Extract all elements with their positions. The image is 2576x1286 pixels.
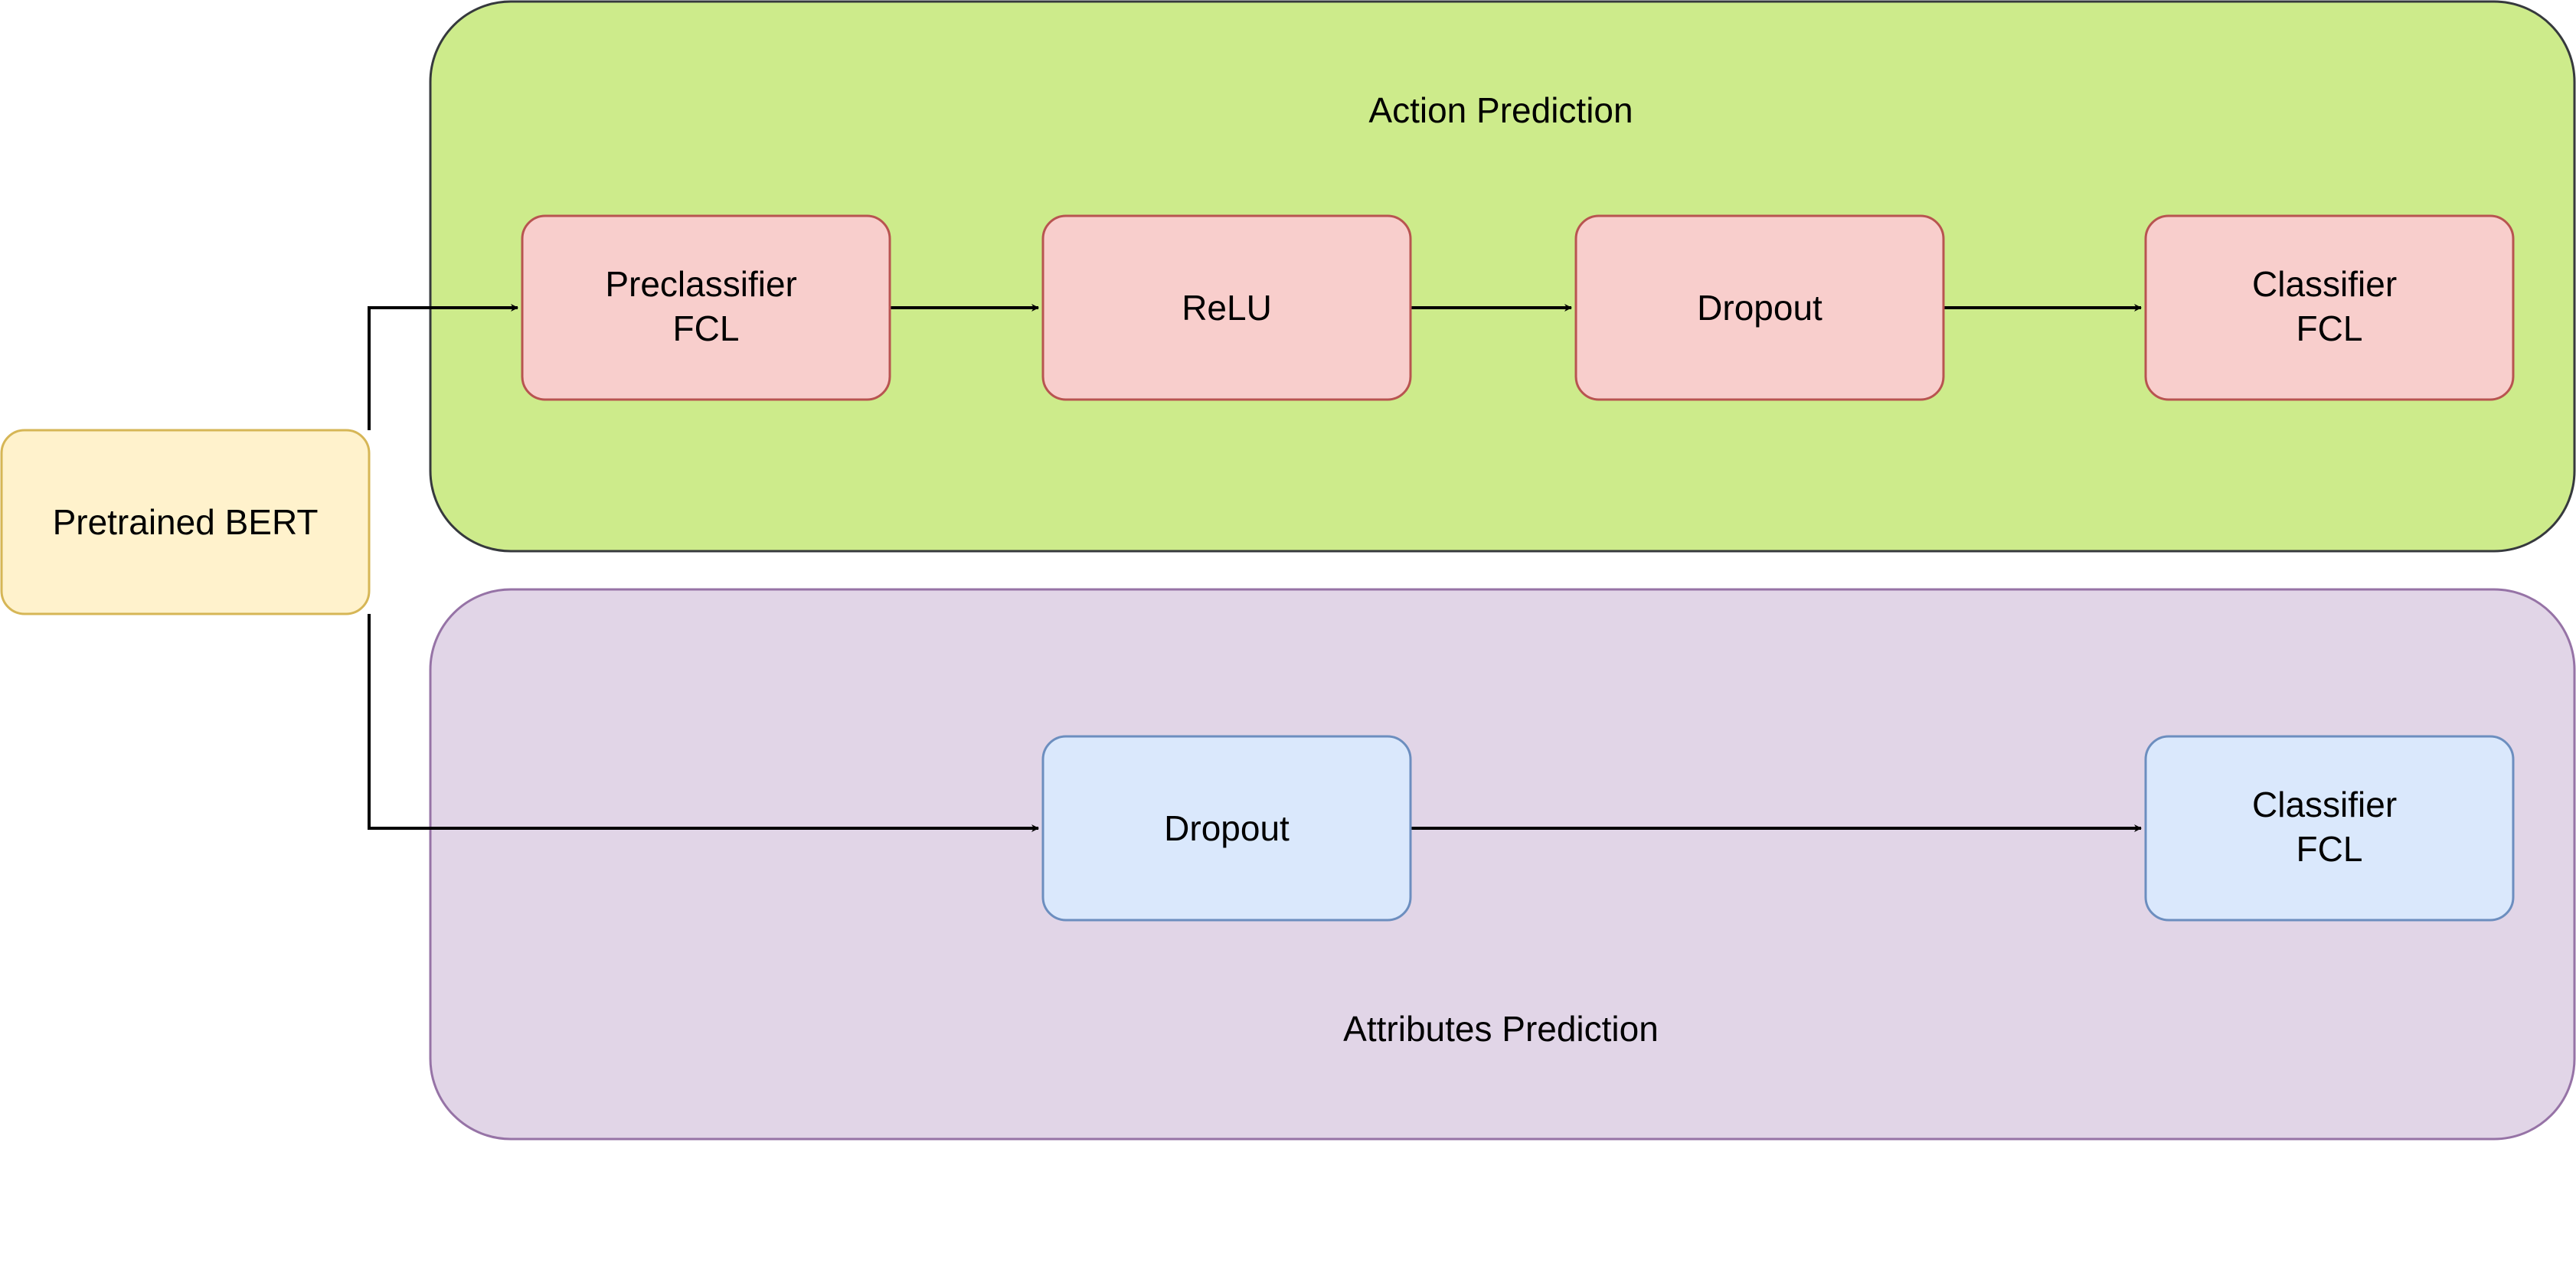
attributes-prediction-group — [429, 588, 2576, 1141]
attr-dropout-box — [1041, 735, 1412, 922]
action-node-classifier: Classifier FCL — [2144, 214, 2515, 401]
action-classifier-line2: FCL — [2296, 308, 2363, 348]
edge-bert-to-attr-dropout — [368, 614, 1039, 832]
attr-classifier-line2: FCL — [2296, 829, 2363, 869]
attr-classifier-line1: Classifier — [2252, 785, 2397, 824]
action-dropout-label: Dropout — [1697, 288, 1822, 328]
action-classifier-box — [2144, 214, 2515, 401]
action-classifier-line1: Classifier — [2252, 264, 2397, 304]
pretrained-bert-node — [0, 429, 371, 615]
preclassifier-label: Preclassifier FCL — [605, 264, 806, 348]
action-prediction-title: Action Prediction — [1368, 90, 1633, 130]
attr-classifier-box — [2144, 735, 2515, 922]
relu-box — [1041, 214, 1412, 401]
attributes-prediction-title: Attributes Prediction — [1343, 1009, 1659, 1049]
edges — [368, 304, 2142, 832]
preclassifier-line2: FCL — [673, 308, 740, 348]
action-prediction-group — [429, 0, 2576, 553]
action-node-relu: ReLU — [1041, 214, 1412, 401]
edge-bert-to-preclassifier — [368, 304, 518, 430]
relu-label: ReLU — [1182, 288, 1272, 328]
preclassifier-line1: Preclassifier — [605, 264, 797, 304]
action-dropout-box — [1574, 214, 1945, 401]
action-classifier-label: Classifier FCL — [2252, 264, 2407, 348]
pretrained-bert-label: Pretrained BERT — [53, 502, 319, 542]
attribute-node-classifier: Classifier FCL — [2144, 735, 2515, 922]
attribute-node-dropout: Dropout — [1041, 735, 1412, 922]
attr-classifier-label: Classifier FCL — [2252, 785, 2407, 869]
action-node-dropout: Dropout — [1574, 214, 1945, 401]
attr-dropout-label: Dropout — [1164, 808, 1290, 848]
action-node-preclassifier: Preclassifier FCL — [521, 214, 891, 401]
preclassifier-box — [521, 214, 891, 401]
